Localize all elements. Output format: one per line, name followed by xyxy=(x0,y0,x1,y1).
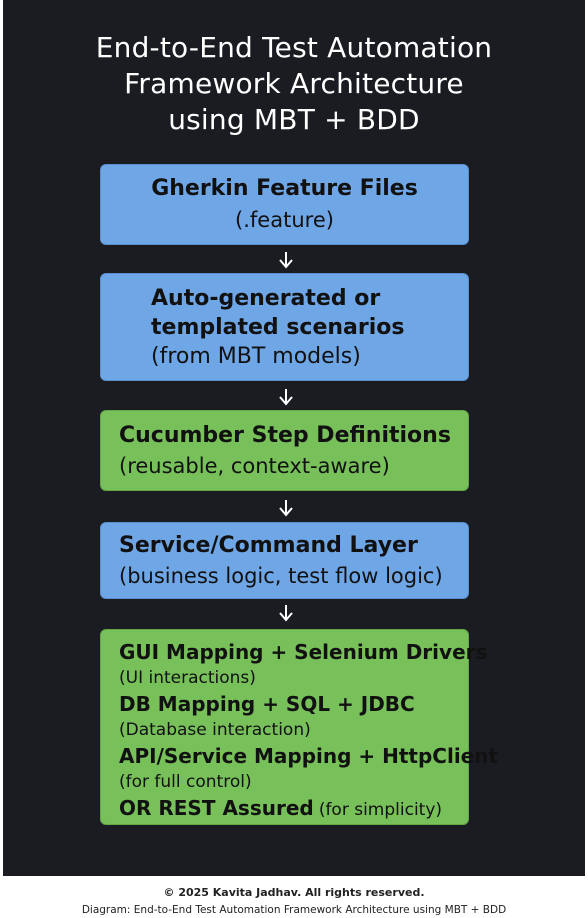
box-generated-scenarios: Auto-generated or templated scenarios (f… xyxy=(100,273,469,381)
gui-mapping-heading: GUI Mapping + Selenium Drivers xyxy=(119,640,488,664)
rest-assured-heading: OR REST Assured xyxy=(119,796,314,820)
box-gherkin-feature-files: Gherkin Feature Files (.feature) xyxy=(100,164,469,245)
box-heading-line-1: Auto-generated or xyxy=(151,286,381,311)
down-arrow-icon xyxy=(276,498,296,518)
box-subtext: (business logic, test flow logic) xyxy=(119,564,443,588)
box-heading: Cucumber Step Definitions xyxy=(119,423,451,448)
diagram-canvas: End-to-End Test Automation Framework Arc… xyxy=(3,0,585,876)
api-mapping-subtext: (for full control) xyxy=(119,772,252,792)
rest-assured-line: OR REST Assured (for simplicity) xyxy=(119,796,442,820)
title-line-3: using MBT + BDD xyxy=(168,103,420,136)
box-subtext: (reusable, context-aware) xyxy=(119,454,390,478)
box-heading: Service/Command Layer xyxy=(119,533,418,558)
box-cucumber-step-definitions: Cucumber Step Definitions (reusable, con… xyxy=(100,410,469,491)
title-line-1: End-to-End Test Automation xyxy=(95,31,493,64)
down-arrow-icon xyxy=(276,603,296,623)
down-arrow-icon xyxy=(276,387,296,407)
db-mapping-heading: DB Mapping + SQL + JDBC xyxy=(119,692,415,716)
box-service-command-layer: Service/Command Layer (business logic, t… xyxy=(100,522,469,599)
box-mapping-and-drivers: GUI Mapping + Selenium Drivers (UI inter… xyxy=(100,629,498,825)
api-mapping-heading: API/Service Mapping + HttpClient xyxy=(119,744,499,768)
db-mapping-subtext: (Database interaction) xyxy=(119,720,311,740)
title-line-2: Framework Architecture xyxy=(124,67,464,100)
box-subtext: (from MBT models) xyxy=(151,344,361,369)
rest-assured-subtext: (for simplicity) xyxy=(318,800,443,820)
copyright-notice: © 2025 Kavita Jadhav. All rights reserve… xyxy=(163,886,425,899)
box-heading: Gherkin Feature Files xyxy=(151,176,418,201)
gui-mapping-subtext: (UI interactions) xyxy=(119,668,256,688)
diagram-caption: Diagram: End-to-End Test Automation Fram… xyxy=(81,904,507,916)
box-heading-line-2: templated scenarios xyxy=(151,315,405,340)
down-arrow-icon xyxy=(276,250,296,270)
box-subtext: (.feature) xyxy=(235,208,334,232)
diagram-title: End-to-End Test Automation Framework Arc… xyxy=(3,30,585,138)
